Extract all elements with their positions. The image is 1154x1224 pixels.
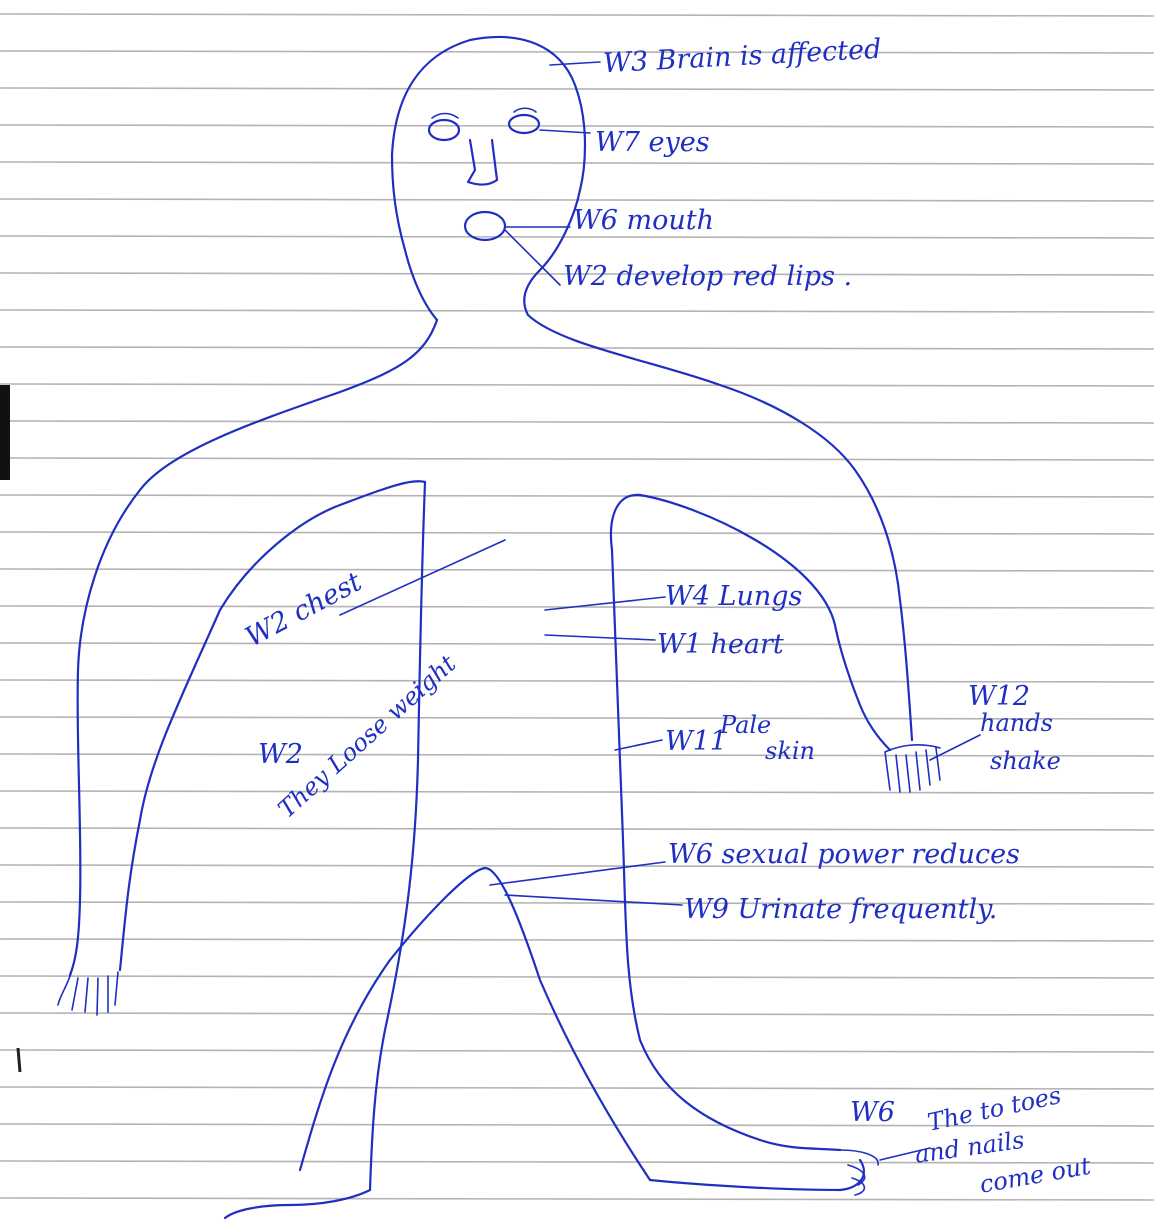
label-hands-text-2: shake [990,748,1061,774]
ruled-line [0,939,1154,941]
margin-mark [18,1048,20,1072]
label-sexual: W6 sexual power reduces [668,840,1020,870]
ruled-line [0,791,1154,793]
label-hands-code: W12 [968,682,1030,712]
brain-leader [550,62,600,65]
ruled-line [0,569,1154,571]
body-outline [58,37,940,1218]
eyes-leader [540,130,590,133]
label-weight-code: W2 [258,740,303,770]
label-heart: W1 heart [657,630,784,660]
ruled-line [0,495,1154,497]
ruled-line [0,1161,1154,1163]
right-foot [650,1160,864,1190]
label-pale-code: W11 [665,727,727,757]
ruled-line [0,1198,1154,1200]
label-hands-text-1: hands [980,710,1053,736]
ruled-line [0,828,1154,830]
right-hand [885,745,940,792]
left-foot [225,1190,370,1218]
right-eyebrow [514,108,536,112]
ruled-line [0,347,1154,349]
ruled-line [0,976,1154,978]
label-pale-text-2: skin [765,738,815,764]
ruled-line [0,236,1154,238]
left-eyebrow [432,114,458,119]
ruled-line [0,1087,1154,1089]
ruled-line [0,754,1154,756]
left-eye [429,120,459,140]
ruled-line [0,643,1154,645]
head-outline [392,37,585,320]
ruled-line [0,1013,1154,1015]
label-pale-text-1: Pale [720,712,771,738]
label-urinate: W9 Urinate frequently. [684,895,997,925]
label-lips: W2 develop red lips . [563,262,852,292]
pale-leader [615,740,662,750]
right-arm-outline [528,315,912,740]
ruled-line [0,14,1154,16]
ruled-line [0,1050,1154,1052]
ruled-line [0,162,1154,164]
heart-leader [545,635,655,640]
label-lungs: W4 Lungs [665,582,802,612]
page-edge-shadow [0,385,10,480]
mouth [465,212,505,240]
label-eyes: W7 eyes [595,128,710,158]
ruled-line [0,532,1154,534]
label-mouth: W6 mouth [573,206,714,236]
ruled-line [0,421,1154,423]
ruled-line [0,458,1154,460]
label-toes-code: W6 [850,1098,895,1128]
right-eye [509,115,539,133]
ruled-line [0,384,1154,386]
ruled-line [0,125,1154,127]
lungs-leader [545,597,665,610]
face [429,108,539,240]
ruled-line [0,51,1154,53]
ruled-line [0,310,1154,312]
inner-legs [300,868,650,1180]
